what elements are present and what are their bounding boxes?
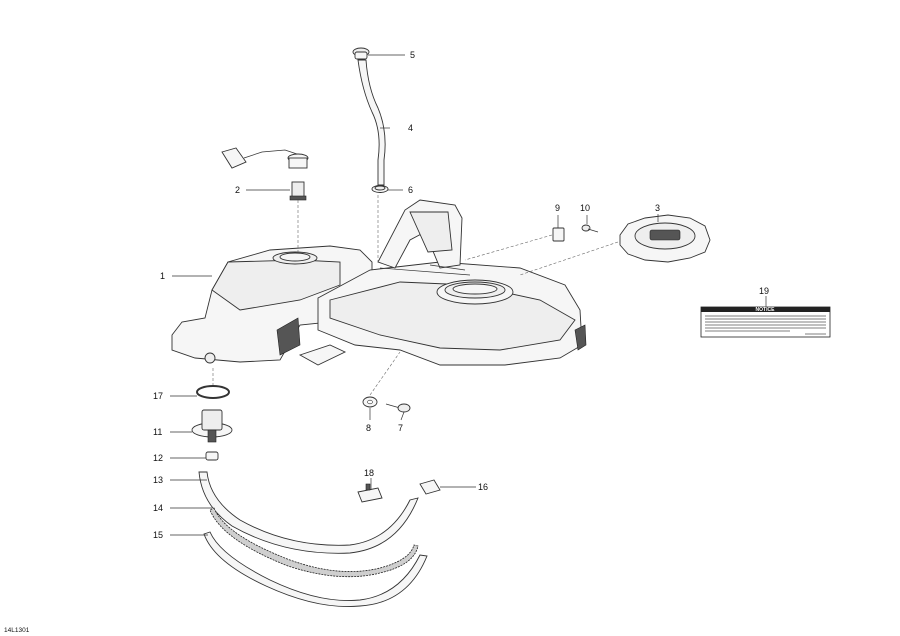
callout-12: 12 (153, 453, 163, 463)
hose-clamp (371, 185, 389, 193)
callout-4: 4 (408, 123, 413, 133)
notice-label-title: NOTICE (756, 307, 776, 313)
fuel-cap (619, 214, 711, 263)
callouts: 1 2 3 4 5 6 7 8 9 10 11 12 13 14 15 16 1… (153, 50, 769, 540)
clamp (205, 451, 219, 461)
vent-hose (357, 59, 386, 186)
leader-lines (170, 54, 767, 536)
callout-8: 8 (366, 423, 371, 433)
callout-11: 11 (153, 427, 162, 437)
support-clip (357, 483, 383, 503)
callout-14: 14 (153, 503, 163, 513)
protective-sleeve (209, 507, 419, 578)
screw-small (581, 224, 599, 233)
callout-17: 17 (153, 391, 163, 401)
callout-19: 19 (759, 286, 769, 296)
callout-18: 18 (364, 468, 374, 478)
notice-label: NOTICE (700, 306, 831, 338)
callout-15: 15 (153, 530, 163, 540)
fuel-hose (198, 471, 419, 554)
fuel-pump-sender (221, 147, 309, 201)
callout-16: 16 (478, 482, 488, 492)
callout-1: 1 (160, 271, 165, 281)
fuel-valve (191, 409, 233, 443)
callout-5: 5 (410, 50, 415, 60)
callout-13: 13 (153, 475, 163, 485)
washer (362, 396, 378, 408)
callout-3: 3 (655, 203, 660, 213)
screw (385, 403, 411, 413)
reference-code: 14L1301 (4, 627, 30, 634)
fuel-tank (171, 199, 587, 366)
callout-6: 6 (408, 185, 413, 195)
callout-7: 7 (398, 423, 403, 433)
callout-2: 2 (235, 185, 240, 195)
vent-valve (352, 47, 370, 60)
callout-9: 9 (555, 203, 560, 213)
fuel-hose-outer (203, 531, 428, 607)
clip-nut (552, 227, 565, 242)
o-ring (196, 385, 230, 399)
callout-10: 10 (580, 203, 590, 213)
hose-clip (419, 479, 441, 495)
